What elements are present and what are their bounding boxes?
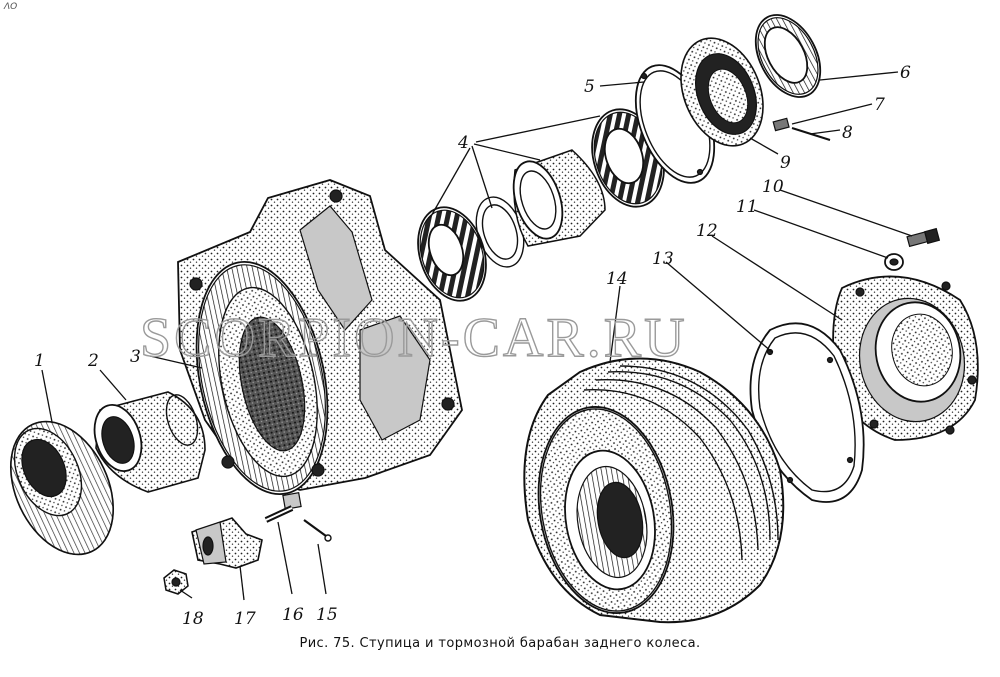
part-13-gasket [749, 322, 865, 503]
label-11: 11 [736, 197, 758, 217]
part-17-bracket [191, 517, 263, 569]
part-16-bolt [264, 492, 302, 523]
part-labels: 1 2 3 4 5 6 7 8 9 10 11 12 13 14 15 16 1… [34, 63, 911, 629]
leader-lines [41, 71, 913, 601]
label-16: 16 [282, 605, 304, 625]
part-15-pin [303, 519, 332, 542]
part-2-sleeve [93, 391, 206, 493]
label-10: 10 [762, 177, 784, 197]
watermark: SCORPION-CAR.RU [140, 307, 688, 369]
corner-mark: ΛΟ [4, 2, 18, 12]
label-12: 12 [696, 221, 718, 241]
label-3: 3 [130, 347, 141, 367]
part-11-washer [884, 253, 904, 271]
part-7-bolt [772, 117, 790, 132]
part-4-bearings [417, 108, 665, 302]
part-18-nut [163, 569, 189, 595]
label-8: 8 [842, 123, 853, 143]
part-1-ring [9, 420, 115, 556]
label-2: 2 [87, 351, 99, 371]
label-7: 7 [874, 95, 885, 115]
label-15: 15 [316, 605, 338, 625]
label-1: 1 [34, 351, 45, 371]
label-18: 18 [182, 609, 204, 629]
part-10-bolt [906, 227, 941, 248]
part-3-hub [177, 179, 463, 496]
part-6-seal-ring [754, 14, 822, 98]
part-12-cover [832, 275, 979, 441]
part-9-cover [680, 37, 764, 147]
label-17: 17 [234, 609, 256, 629]
label-6: 6 [900, 63, 911, 83]
label-4: 4 [457, 133, 469, 153]
label-13: 13 [652, 249, 674, 269]
label-9: 9 [780, 153, 791, 173]
label-5: 5 [584, 77, 595, 97]
figure-caption: Рис. 75. Ступица и тормозной барабан зад… [299, 636, 701, 651]
part-14-drum [523, 357, 785, 624]
label-14: 14 [606, 269, 628, 289]
